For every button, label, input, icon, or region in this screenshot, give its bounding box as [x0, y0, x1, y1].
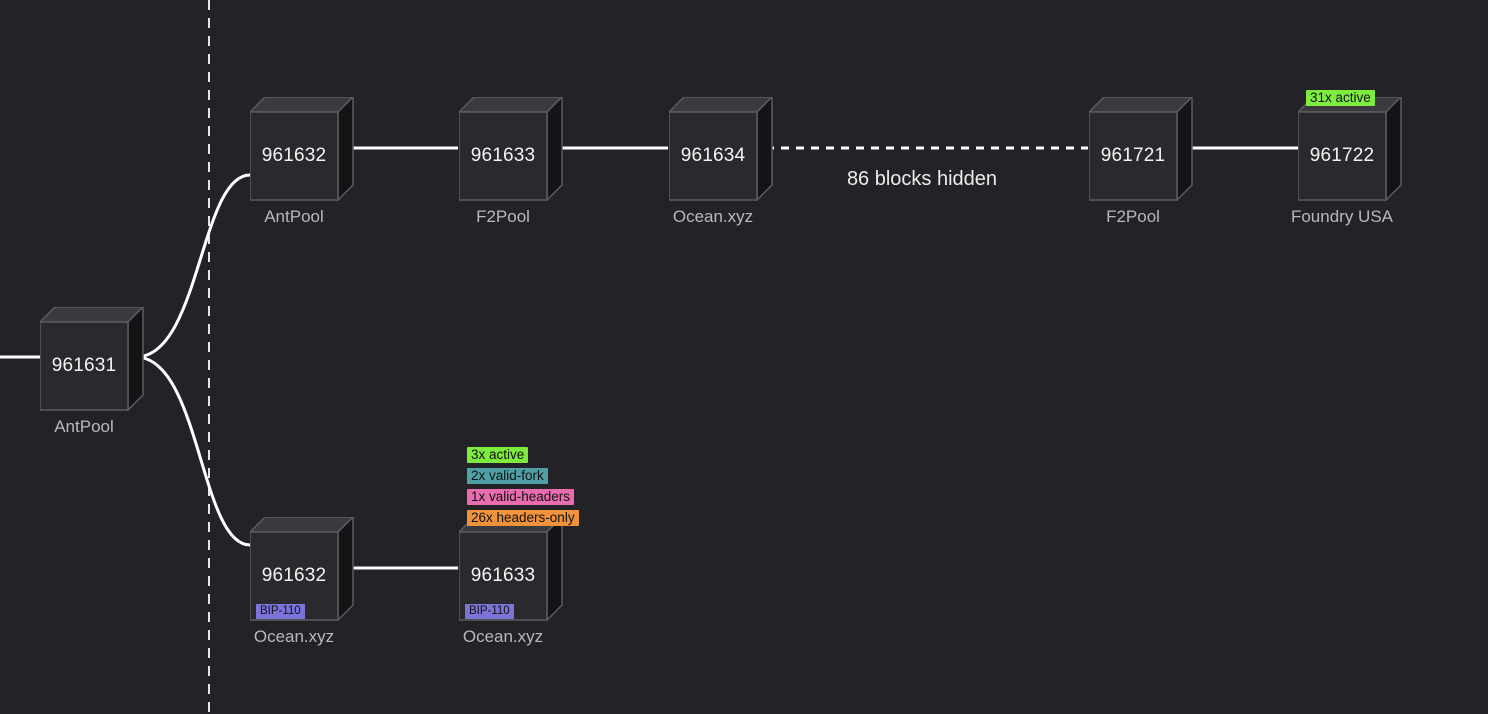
block-pool: AntPool — [54, 417, 114, 436]
tag-headers-only: 26x headers-only — [467, 510, 579, 526]
block-961633-bottom[interactable]: 961633 BIP-110 Ocean.xyz — [459, 517, 563, 646]
block-961634[interactable]: 961634 Ocean.xyz — [669, 97, 773, 226]
bip110-badge: BIP-110 — [256, 604, 305, 619]
edge-961631-to-961632-top — [135, 173, 251, 359]
block-height: 961633 — [470, 565, 536, 586]
block-height: 961721 — [1100, 145, 1166, 166]
tag-active: 31x active — [1306, 90, 1375, 106]
block-pool: Ocean.xyz — [672, 207, 754, 226]
block-height: 961722 — [1309, 145, 1375, 166]
block-pool: F2Pool — [1106, 207, 1160, 226]
block-height: 961632 — [261, 565, 327, 586]
block-961722[interactable]: 961722 Foundry USA — [1291, 97, 1402, 226]
bip110-badge: BIP-110 — [465, 604, 514, 619]
block-pool: Ocean.xyz — [462, 627, 544, 646]
block-961632-bottom[interactable]: 961632 BIP-110 Ocean.xyz — [250, 517, 354, 646]
tag-valid-fork: 2x valid-fork — [467, 468, 548, 484]
block-cube-icon — [250, 97, 354, 201]
block-height: 961632 — [261, 145, 327, 166]
block-961632-top[interactable]: 961632 AntPool — [250, 97, 354, 226]
block-cube-icon — [40, 307, 144, 411]
tag-active: 3x active — [467, 447, 529, 463]
block-height: 961633 — [470, 145, 536, 166]
block-cube-icon — [459, 97, 563, 201]
block-961631[interactable]: 961631 AntPool — [40, 307, 144, 436]
block-cube-icon — [1298, 97, 1402, 201]
block-cube-icon — [1089, 97, 1193, 201]
block-pool: Ocean.xyz — [253, 627, 335, 646]
block-961633-top[interactable]: 961633 F2Pool — [459, 97, 563, 226]
block-961721[interactable]: 961721 F2Pool — [1089, 97, 1193, 226]
block-pool: F2Pool — [476, 207, 530, 226]
tag-valid-headers: 1x valid-headers — [467, 489, 575, 505]
edge-961631-to-961632-bottom — [135, 355, 251, 547]
block-pool: AntPool — [264, 207, 324, 226]
block-height: 961631 — [51, 355, 117, 376]
block-height: 961634 — [680, 145, 746, 166]
block-pool: Foundry USA — [1290, 207, 1394, 226]
hidden-blocks-label[interactable]: 86 blocks hidden — [846, 168, 998, 190]
block-cube-icon — [669, 97, 773, 201]
